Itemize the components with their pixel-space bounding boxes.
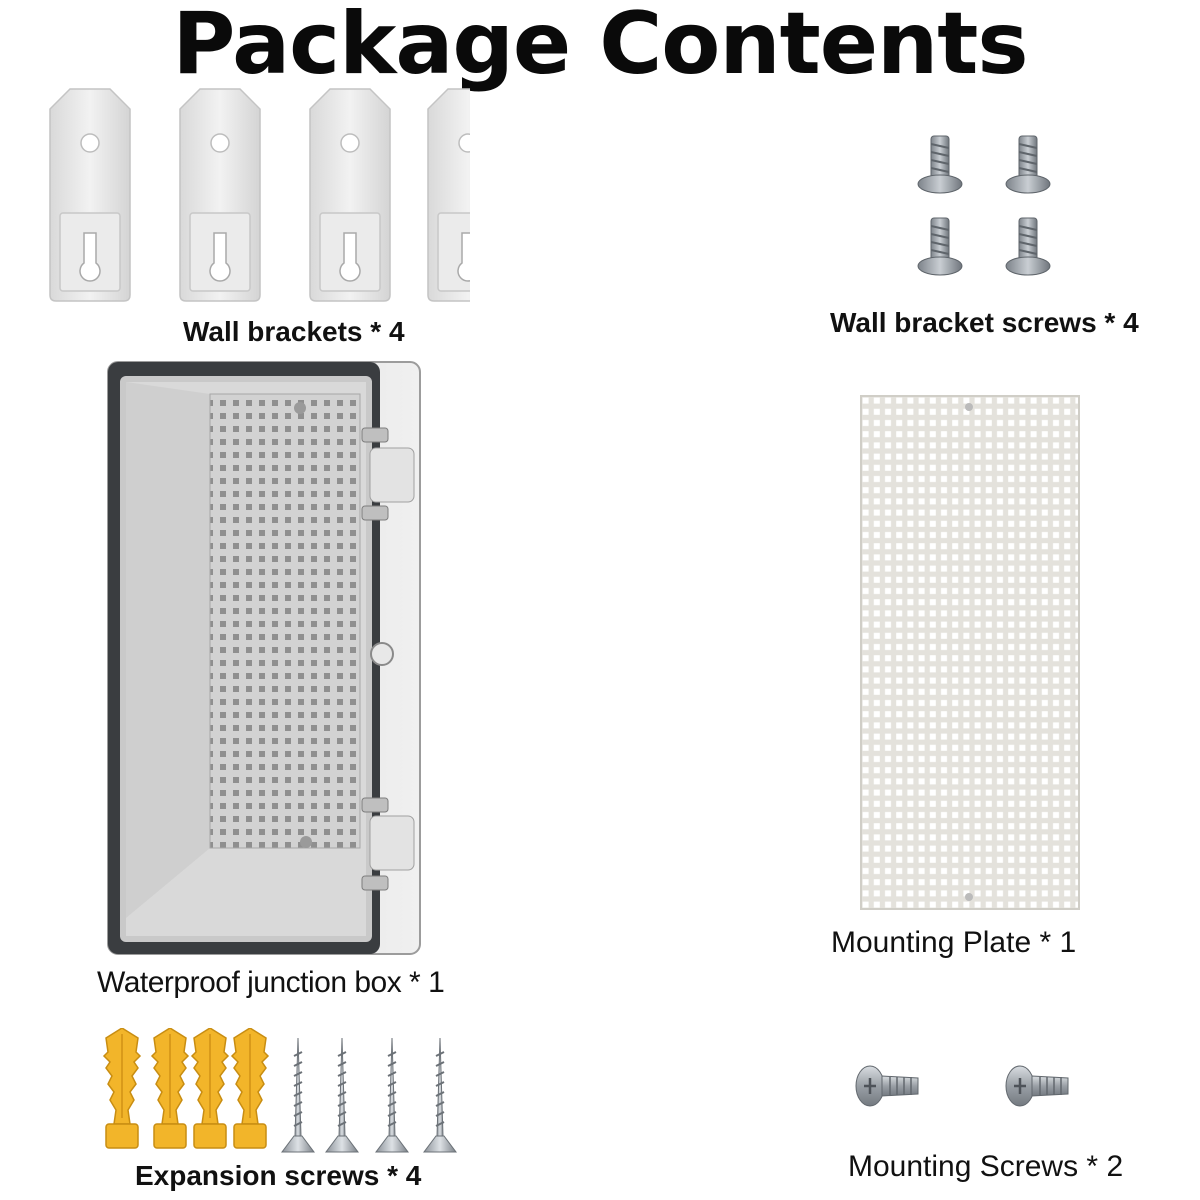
wall-bracket-screws-label: Wall bracket screws * 4 xyxy=(830,307,1139,338)
mounting-screws-image xyxy=(850,1062,1080,1112)
expansion-screws-image xyxy=(100,1028,470,1156)
mounting-plate-image xyxy=(860,395,1080,910)
expansion-screws-label: Expansion screws * 4 xyxy=(135,1160,422,1191)
mounting-plate-label: Mounting Plate * 1 xyxy=(831,926,1077,959)
junction-box-label: Waterproof junction box * 1 xyxy=(97,966,445,999)
junction-box-image xyxy=(100,358,430,958)
mounting-screws-label: Mounting Screws * 2 xyxy=(848,1150,1124,1183)
wall-brackets-image xyxy=(40,85,470,305)
wall-brackets-label: Wall brackets * 4 xyxy=(183,316,405,347)
page-title: Package Contents xyxy=(172,0,1028,94)
wall-bracket-screws-image xyxy=(905,130,1075,290)
